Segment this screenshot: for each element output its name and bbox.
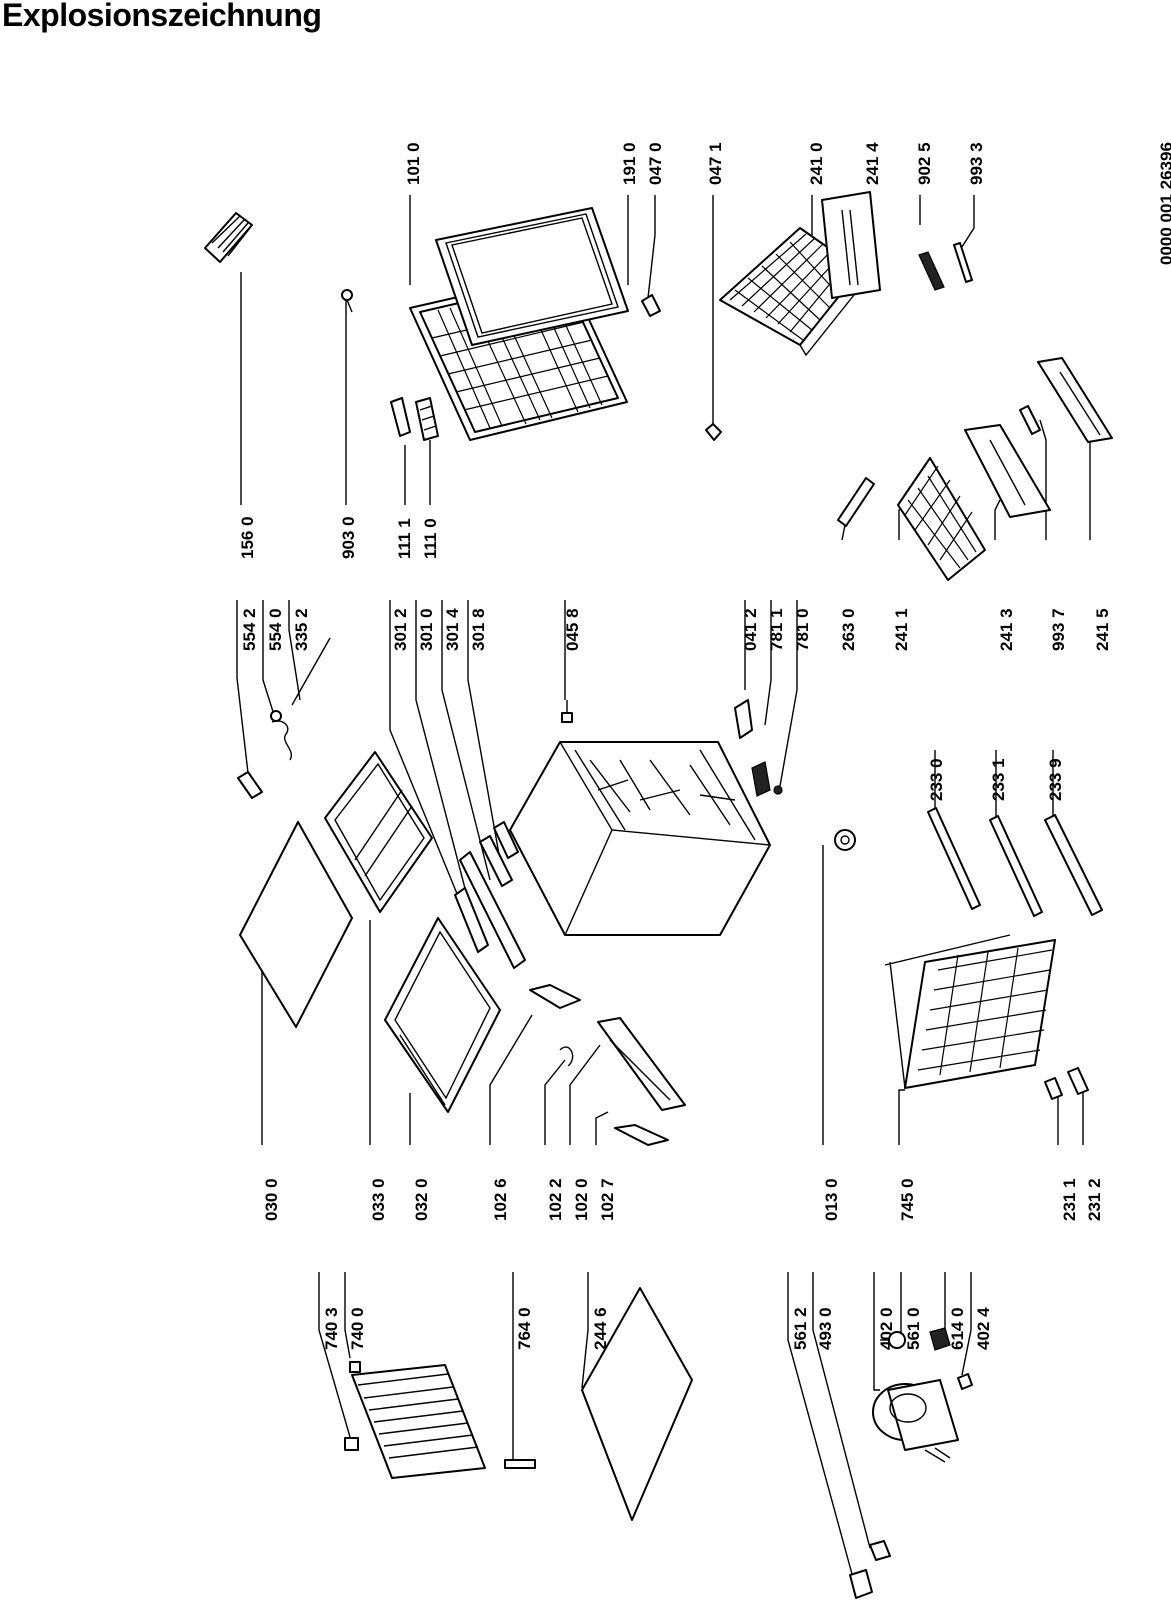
part-label: 111 0 bbox=[421, 518, 440, 559]
part-label: 554 2 bbox=[240, 608, 259, 651]
part-label: 233 1 bbox=[989, 758, 1008, 801]
clip bbox=[641, 294, 661, 317]
cabinet bbox=[509, 741, 771, 936]
part-label: 241 1 bbox=[892, 608, 911, 651]
lower-baskets bbox=[837, 357, 1113, 581]
rail-parts bbox=[454, 821, 526, 969]
crisper-cover bbox=[324, 751, 433, 913]
part-label: 191 0 bbox=[620, 142, 639, 185]
part-label: 740 3 bbox=[322, 1307, 341, 1350]
pin bbox=[561, 700, 573, 723]
part-label: 745 0 bbox=[898, 1178, 917, 1221]
part-label: 244 6 bbox=[591, 1307, 610, 1350]
part-label: 301 4 bbox=[443, 608, 462, 651]
part-label: 335 2 bbox=[292, 608, 311, 651]
part-label: 241 5 bbox=[1093, 608, 1112, 651]
part-label: 102 0 bbox=[572, 1178, 591, 1221]
small-strip bbox=[953, 242, 973, 283]
part-label: 041 2 bbox=[741, 608, 760, 651]
part-label: 554 0 bbox=[266, 608, 285, 651]
part-label: 241 0 bbox=[807, 142, 826, 185]
part-label: 561 2 bbox=[791, 1307, 810, 1350]
part-label: 993 3 bbox=[967, 142, 986, 185]
shelf-frame bbox=[384, 917, 501, 1113]
part-label: 032 0 bbox=[412, 1178, 431, 1221]
part-label: 561 0 bbox=[904, 1307, 923, 1350]
part-label: 102 6 bbox=[491, 1178, 510, 1221]
part-label: 030 0 bbox=[262, 1178, 281, 1221]
part-label: 111 1 bbox=[395, 518, 414, 559]
brush-strip bbox=[918, 251, 945, 291]
part-label: 993 7 bbox=[1049, 608, 1068, 651]
compressor-accessories bbox=[880, 1327, 973, 1390]
part-label: 045 8 bbox=[563, 608, 582, 651]
small-clips bbox=[1044, 1067, 1089, 1100]
part-label: 241 4 bbox=[863, 142, 882, 185]
part-label: 263 0 bbox=[839, 608, 858, 651]
part-label: 033 0 bbox=[369, 1178, 388, 1221]
relay-parts bbox=[849, 1540, 891, 1599]
part-label: 402 4 bbox=[974, 1307, 993, 1350]
part-label: 764 0 bbox=[515, 1307, 534, 1350]
door-gasket bbox=[435, 207, 629, 346]
drier bbox=[504, 1459, 536, 1469]
part-label: 101 0 bbox=[404, 142, 423, 185]
ice-tray bbox=[204, 212, 253, 263]
knob bbox=[834, 829, 856, 851]
part-label: 903 0 bbox=[339, 516, 358, 559]
part-label: 781 1 bbox=[767, 608, 786, 651]
part-label: 047 0 bbox=[646, 142, 665, 185]
part-label: 156 0 bbox=[238, 516, 257, 559]
diagram-title: Explosionszeichnung bbox=[2, 0, 322, 33]
part-labels: 740 3 740 0 764 0 244 6 561 2 493 0 402 … bbox=[238, 142, 1112, 1350]
basket-handle bbox=[821, 191, 881, 299]
part-label: 301 8 bbox=[469, 608, 488, 651]
compressor bbox=[872, 1379, 959, 1463]
document-number: 0000 001 26396 bbox=[1157, 142, 1171, 265]
part-label: 102 2 bbox=[546, 1178, 565, 1221]
part-label: 301 2 bbox=[391, 608, 410, 651]
part-label: 231 1 bbox=[1060, 1178, 1079, 1221]
bracket bbox=[705, 423, 722, 441]
screw bbox=[341, 289, 353, 313]
thermostat-parts bbox=[734, 699, 783, 797]
glass-shelf bbox=[239, 821, 353, 1028]
part-label: 902 5 bbox=[915, 142, 934, 185]
part-label: 047 1 bbox=[706, 142, 725, 185]
part-label: 740 0 bbox=[348, 1307, 367, 1350]
leader-lines bbox=[236, 195, 1091, 1586]
part-label: 102 7 bbox=[598, 1178, 617, 1221]
shelf-rails bbox=[927, 807, 1103, 917]
part-label: 301 0 bbox=[417, 608, 436, 651]
wire-shelves bbox=[884, 934, 1056, 1089]
hinge-parts bbox=[390, 397, 439, 441]
part-label: 231 2 bbox=[1085, 1178, 1104, 1221]
part-label: 013 0 bbox=[822, 1178, 841, 1221]
condenser bbox=[344, 1361, 486, 1479]
part-label: 241 3 bbox=[997, 608, 1016, 651]
spring-and-rod bbox=[237, 637, 331, 799]
part-label: 493 0 bbox=[816, 1307, 835, 1350]
part-label: 781 0 bbox=[793, 608, 812, 651]
part-label: 614 0 bbox=[948, 1307, 967, 1350]
part-label: 233 0 bbox=[927, 758, 946, 801]
cover-plate bbox=[581, 1287, 693, 1521]
shelf-brackets bbox=[529, 984, 686, 1146]
part-label: 233 9 bbox=[1046, 758, 1065, 801]
